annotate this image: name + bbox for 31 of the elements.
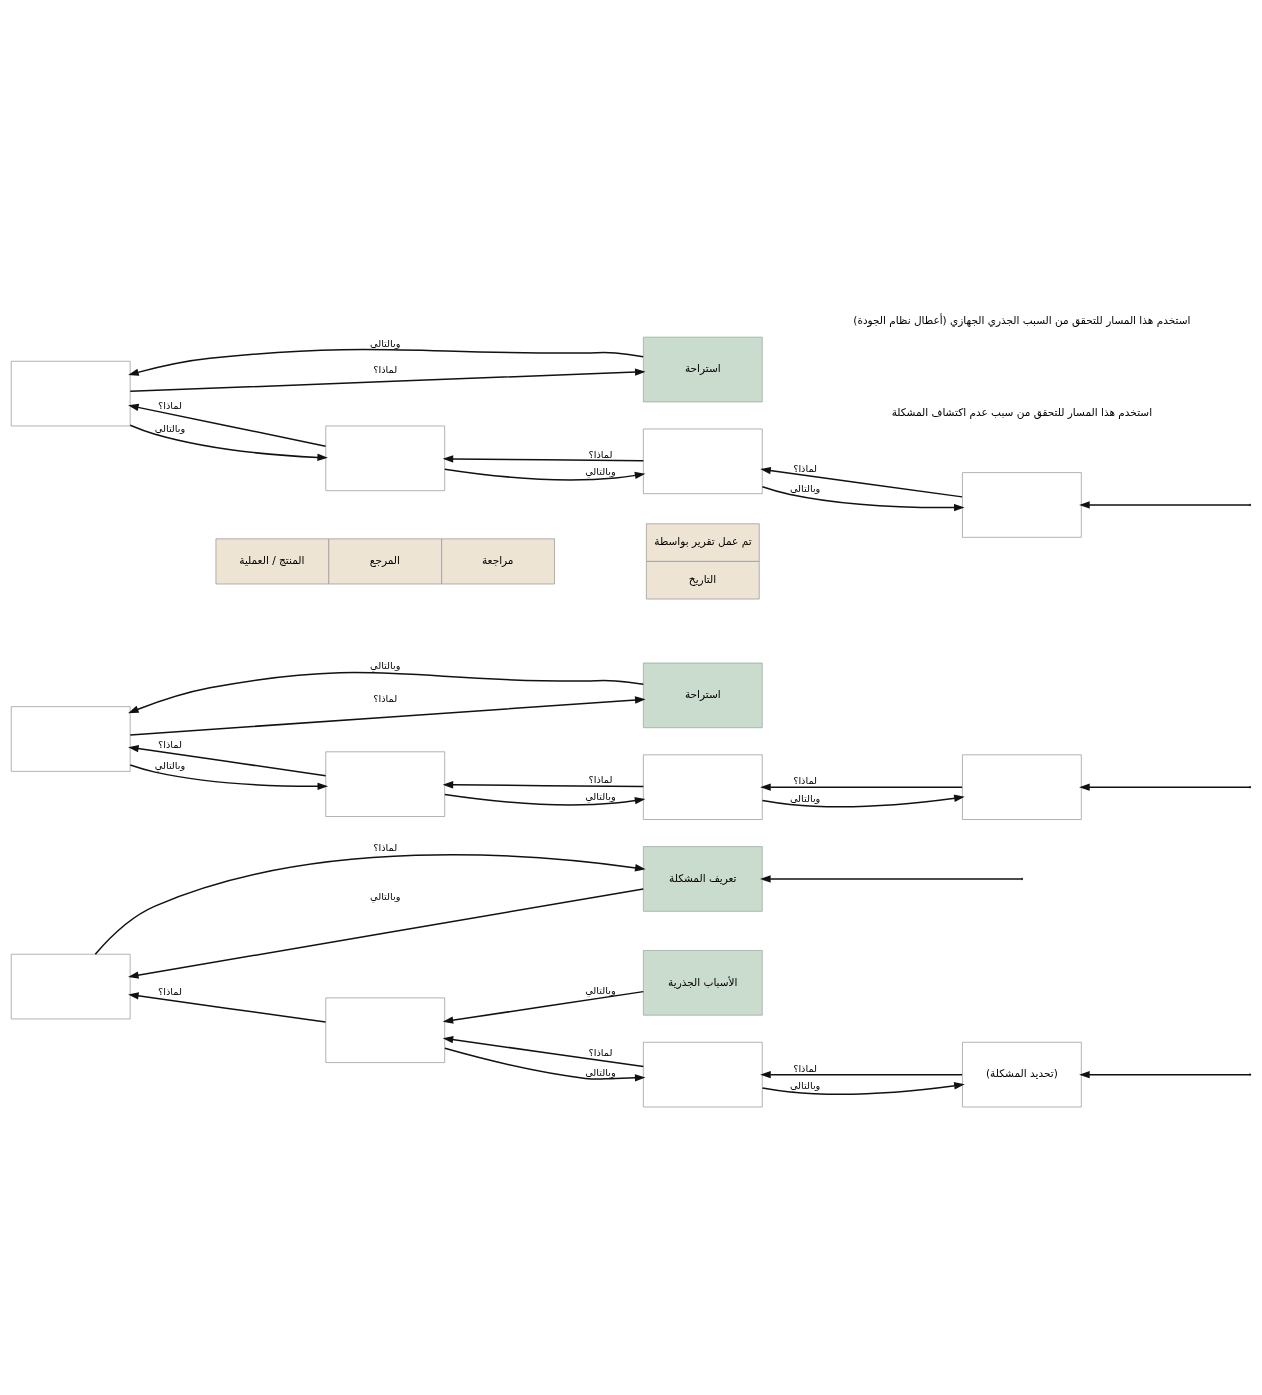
label: استخدم هذا المسار للتحقق من سبب عدم اكتشاف المشكلة	[891, 405, 1153, 418]
edge-label: وبالتالي	[789, 482, 821, 494]
edge-label: لماذا؟	[793, 1062, 818, 1074]
edge-label: لماذا؟	[158, 399, 182, 411]
edge-label: وبالتالي	[370, 337, 401, 349]
label: تم عمل تقرير بواسطة	[654, 534, 752, 547]
edge-label: لماذا؟	[588, 1046, 613, 1058]
edge-label: لماذا؟	[158, 985, 182, 997]
edge-label: وبالتالي	[789, 1079, 821, 1091]
label: التاريخ	[688, 572, 717, 585]
edge-label: لماذا؟	[793, 774, 818, 786]
label: استخدم هذا المسار للتحقق من السبب الجذري الجهازي (أعطال نظام الجودة)	[853, 313, 1191, 326]
edge-label: لماذا؟	[158, 738, 182, 750]
edge-label: وبالتالي	[370, 890, 401, 902]
label: المرجع	[369, 553, 400, 566]
edge-label: وبالتالي	[585, 1066, 616, 1078]
edge-label: وبالتالي	[585, 790, 616, 802]
edge-label: لماذا؟	[373, 841, 398, 853]
edge-label: وبالتالي	[154, 422, 186, 434]
edge-label: لماذا؟	[373, 363, 398, 375]
edge-label: لماذا؟	[588, 448, 613, 460]
label: مراجعة	[481, 553, 514, 566]
edge-label: وبالتالي	[370, 659, 401, 671]
edge-label: لماذا؟	[373, 692, 398, 704]
edge-label: وبالتالي	[585, 465, 616, 477]
edge-label: وبالتالي	[585, 984, 616, 996]
edge-label: وبالتالي	[789, 792, 821, 804]
edge-label: لماذا؟	[793, 462, 818, 474]
edge-label: وبالتالي	[154, 759, 186, 771]
edge-label: لماذا؟	[588, 773, 613, 785]
label: المنتج / العملية	[239, 553, 305, 566]
